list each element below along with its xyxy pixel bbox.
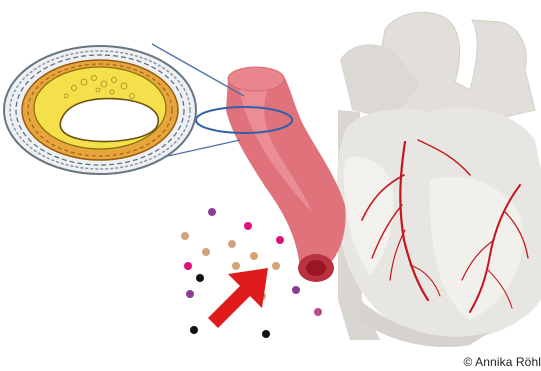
particle — [184, 262, 192, 270]
particle — [272, 262, 280, 270]
particle — [181, 232, 189, 240]
particle — [232, 262, 240, 270]
copyright-credit: © Annika Röhl — [463, 355, 541, 369]
lumen — [60, 99, 158, 142]
particle — [276, 236, 284, 244]
red-arrow — [208, 268, 268, 328]
particle — [186, 290, 194, 298]
heart — [337, 12, 541, 347]
artery-lumen — [306, 260, 326, 276]
particle — [314, 308, 322, 316]
particle — [250, 252, 258, 260]
artery-cross-section — [4, 46, 196, 174]
artery-segment — [196, 67, 346, 282]
particle — [228, 240, 236, 248]
particle — [190, 326, 198, 334]
particle — [292, 286, 300, 294]
artery-top-opening — [228, 67, 284, 91]
particle — [202, 248, 210, 256]
particle — [196, 274, 204, 282]
particle — [262, 330, 270, 338]
particle — [244, 222, 252, 230]
particle — [208, 208, 216, 216]
